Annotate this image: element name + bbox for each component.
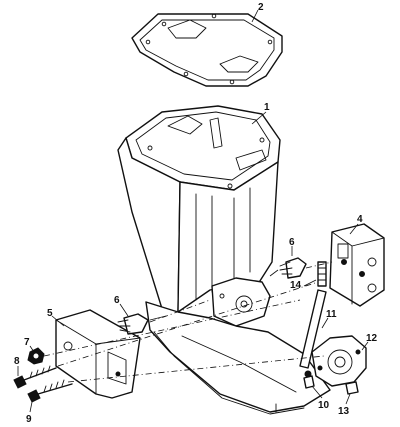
callout-4: 4 bbox=[357, 214, 363, 225]
leader-lines bbox=[17, 9, 369, 413]
callout-11: 11 bbox=[326, 309, 337, 320]
assembly-centerlines bbox=[43, 261, 333, 383]
screw-13 bbox=[345, 381, 359, 395]
callout-13: 13 bbox=[338, 406, 350, 417]
bolt-8 bbox=[13, 365, 57, 389]
mount-bracket-left bbox=[55, 309, 141, 399]
callout-6-upper: 6 bbox=[289, 237, 295, 248]
mount-bracket-right bbox=[329, 223, 385, 307]
bolt-9 bbox=[27, 379, 73, 403]
callout-6-lower: 6 bbox=[114, 295, 120, 306]
callout-9: 9 bbox=[26, 414, 32, 425]
callout-12: 12 bbox=[366, 333, 378, 344]
driveshaft-housing bbox=[117, 105, 331, 415]
nut-7 bbox=[27, 347, 45, 365]
water-fitting-lower bbox=[117, 313, 167, 335]
tube-pin bbox=[317, 261, 327, 287]
callout-8: 8 bbox=[14, 356, 20, 367]
water-fitting-upper bbox=[269, 257, 307, 279]
callout-14: 14 bbox=[290, 280, 302, 291]
callout-7: 7 bbox=[24, 337, 30, 348]
gasket bbox=[131, 13, 283, 87]
fitting-10 bbox=[303, 370, 315, 389]
callout-5: 5 bbox=[47, 308, 53, 319]
water-pump bbox=[311, 335, 367, 387]
callout-labels: 2 1 4 5 6 6 7 8 9 10 11 12 13 14 bbox=[14, 2, 378, 425]
callout-2: 2 bbox=[258, 2, 264, 13]
callout-1: 1 bbox=[264, 102, 270, 113]
callout-10: 10 bbox=[318, 400, 330, 411]
water-tube bbox=[299, 289, 327, 369]
